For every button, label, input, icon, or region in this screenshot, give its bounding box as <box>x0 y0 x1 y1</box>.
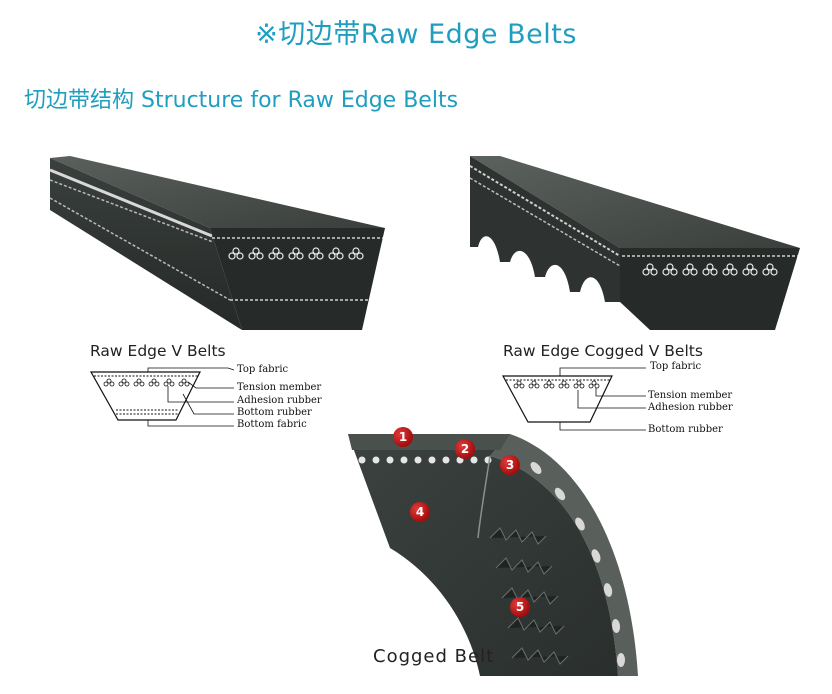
main-title: ※切边带Raw Edge Belts <box>255 19 577 50</box>
cogged-belt-caption: Cogged Belt <box>373 646 495 667</box>
raw-edge-v-belt-illustration <box>50 156 385 330</box>
rec-label-adhesion-rubber: Adhesion rubber <box>648 402 733 413</box>
marker-3: 3 <box>500 455 520 475</box>
rev-label-adhesion-rubber: Adhesion rubber <box>237 395 322 406</box>
raw-edge-v-cross-section <box>89 367 235 427</box>
rec-label-top-fabric: Top fabric <box>650 361 702 372</box>
raw-edge-v-caption: Raw Edge V Belts <box>90 342 226 360</box>
rev-label-bottom-fabric: Bottom fabric <box>237 419 307 430</box>
raw-edge-cogged-caption: Raw Edge Cogged V Belts <box>503 342 703 360</box>
rev-label-bottom-rubber: Bottom rubber <box>237 407 312 418</box>
marker-2: 2 <box>455 439 475 459</box>
rec-label-bottom-rubber: Bottom rubber <box>648 424 723 435</box>
marker-1: 1 <box>393 427 413 447</box>
section-title: 切边带结构 Structure for Raw Edge Belts <box>24 88 459 113</box>
raw-edge-cogged-cross-section <box>501 367 646 431</box>
raw-edge-cogged-belt-illustration <box>470 156 800 330</box>
rec-label-tension-member: Tension member <box>648 390 733 401</box>
rev-label-top-fabric: Top fabric <box>237 364 289 375</box>
marker-4: 4 <box>410 502 430 522</box>
marker-5: 5 <box>510 597 530 617</box>
rev-label-tension-member: Tension member <box>237 382 322 393</box>
